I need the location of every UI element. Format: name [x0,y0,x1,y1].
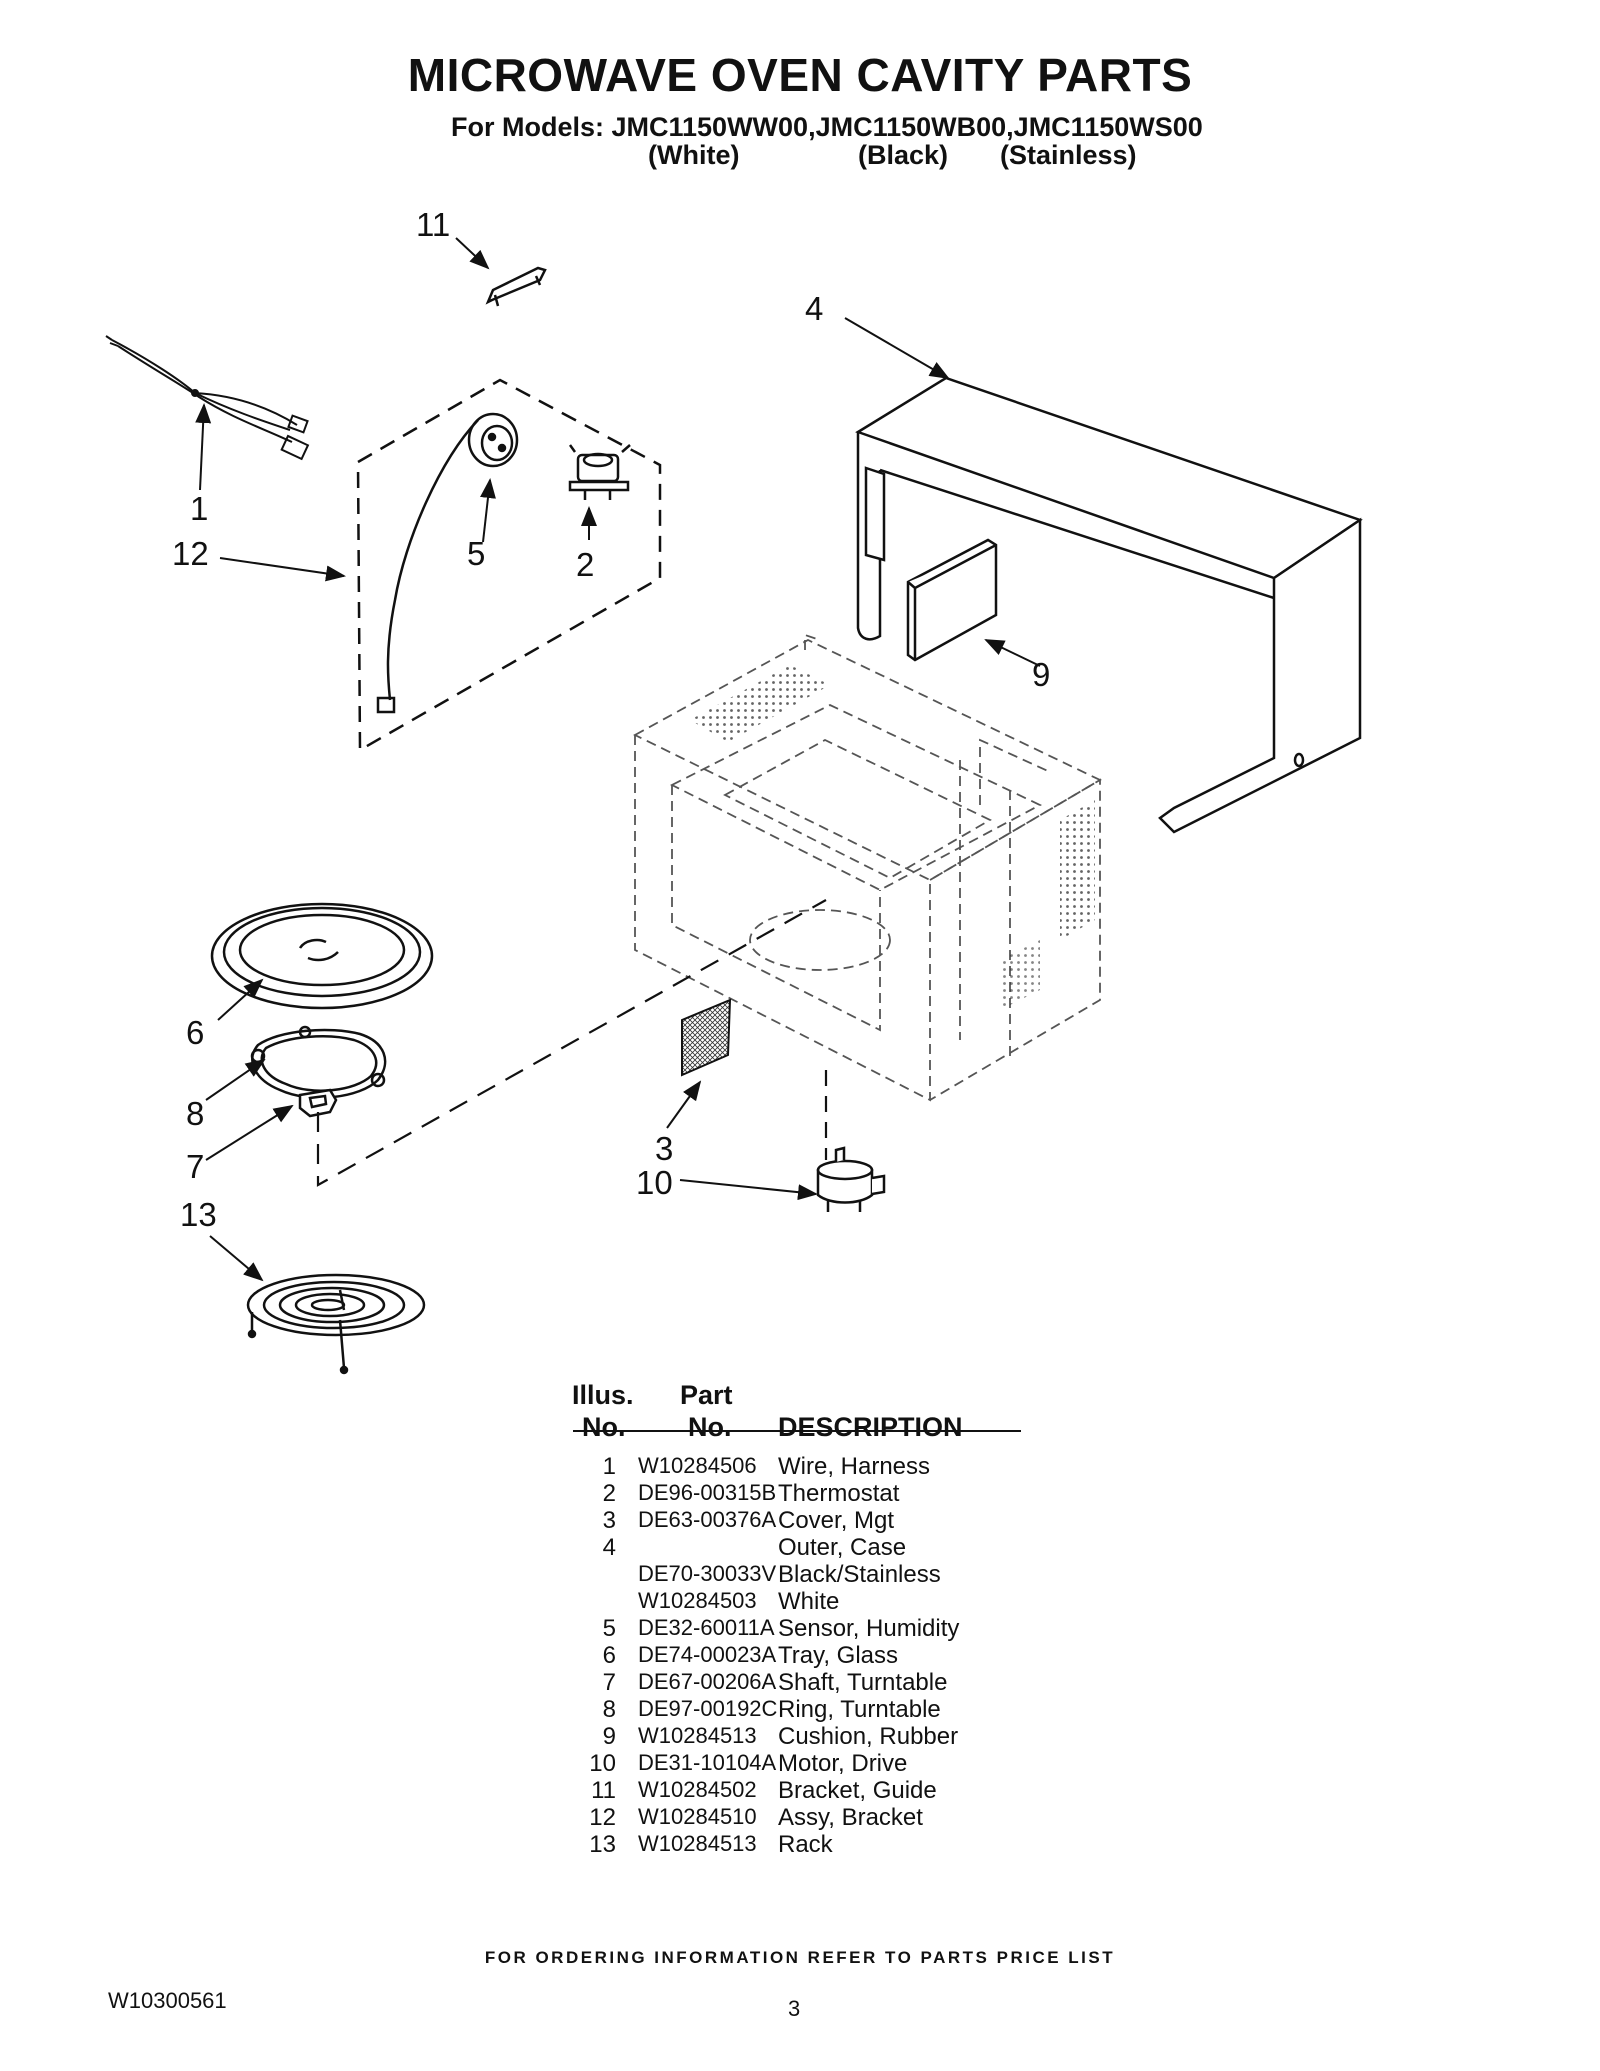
part-description: Bracket, Guide [778,1777,937,1804]
part-description: Rack [778,1831,833,1858]
leader-9 [984,639,1041,667]
assembly-dashed-outline [356,378,662,753]
part-description: Shaft, Turntable [778,1669,948,1696]
part-number: DE63-00376A [638,1507,777,1532]
callout-4: 4 [805,290,823,327]
part-description: Thermostat [778,1480,900,1507]
variant-stainless: (Stainless) [1000,140,1137,170]
part-number: DE67-00206A [638,1669,777,1694]
table-header-rule [573,1430,1021,1432]
illus-number: 10 [589,1750,616,1777]
callout-6: 6 [186,1014,204,1051]
callout-5: 5 [467,535,485,572]
variant-white: (White) [648,140,740,170]
illus-number: 13 [589,1831,616,1858]
bracket-guide-part [485,266,547,307]
leader-3 [666,1080,702,1129]
oven-cavity-outline [633,633,1102,1102]
assembly-line-tray [316,899,827,1187]
part-number: W10284506 [638,1453,757,1478]
callout-1: 1 [190,490,208,527]
callout-13: 13 [180,1196,217,1233]
illus-number: 1 [602,1453,616,1480]
illus-number: 12 [589,1804,616,1831]
leader-11 [455,237,490,270]
illus-number: 8 [602,1696,616,1723]
part-description: Wire, Harness [778,1453,931,1480]
header-part-top: Part [680,1380,733,1410]
document-code: W10300561 [108,1988,227,2013]
part-description: White [778,1588,840,1615]
turntable-ring-part [250,1025,387,1099]
cavity-vent-holes [690,665,1095,1010]
turntable-shaft-part [298,1088,338,1118]
leader-6 [217,978,264,1021]
header-illus-top: Illus. [572,1380,634,1410]
leader-8 [205,1058,266,1101]
part-number: W10284510 [638,1804,757,1829]
callout-3: 3 [655,1130,673,1167]
thermostat-part [568,444,631,500]
part-description: Black/Stainless [778,1561,941,1588]
part-description: Tray, Glass [778,1642,899,1669]
leader-10 [679,1179,818,1201]
part-description: Cushion, Rubber [778,1723,959,1750]
part-number: DE74-00023A [638,1642,777,1667]
models-line: For Models: JMC1150WW00,JMC1150WB00,JMC1… [451,112,1203,142]
callout-7: 7 [186,1148,204,1185]
part-number: DE32-60011A [638,1615,775,1640]
callout-11: 11 [416,206,450,243]
part-number: W10284513 [638,1723,757,1748]
glass-tray-part [210,902,434,1010]
part-description: Ring, Turntable [778,1696,941,1723]
callout-8: 8 [186,1095,204,1132]
drive-motor-part [816,1146,886,1212]
exploded-parts-diagram: 11 4 1 12 5 2 9 6 8 7 3 10 13 [105,206,1363,1375]
page-title: MICROWAVE OVEN CAVITY PARTS [407,49,1193,101]
part-description: Cover, Mgt [778,1507,895,1534]
outer-case-part [855,376,1363,834]
header-description: DESCRIPTION [778,1412,963,1442]
leader-5 [480,478,496,543]
illus-number: 7 [602,1669,616,1696]
illus-number: 9 [602,1723,616,1750]
part-description: Outer, Case [778,1534,907,1561]
illus-number: 11 [591,1777,616,1804]
illus-number: 6 [602,1642,616,1669]
leader-12 [219,557,346,582]
part-number: DE97-00192C [638,1696,778,1721]
part-number: W10284502 [638,1777,757,1802]
header-part-bottom: No. [688,1412,732,1442]
illus-number: 4 [602,1534,616,1561]
ordering-note: FOR ORDERING INFORMATION REFER TO PARTS … [484,1948,1116,1967]
callout-10: 10 [636,1164,673,1201]
part-number: W10284503 [638,1588,757,1613]
page-number: 3 [788,1996,801,2021]
part-number: W10284513 [638,1831,757,1856]
leader-1 [195,403,212,491]
illus-number: 3 [602,1507,616,1534]
leader-13 [209,1235,264,1282]
leader-7 [205,1104,294,1161]
part-description: Assy, Bracket [778,1804,923,1831]
part-description: Sensor, Humidity [778,1615,960,1642]
part-number: DE31-10104A [638,1750,777,1775]
leader-4 [844,317,950,380]
humidity-sensor-part [376,412,519,714]
part-description: Motor, Drive [778,1750,908,1777]
callout-2: 2 [576,546,594,583]
mgt-cover-part [681,998,732,1077]
rubber-cushion-part [906,538,998,662]
callout-12: 12 [172,535,209,572]
part-number: DE96-00315B [638,1480,777,1505]
part-number: DE70-30033V [638,1561,777,1586]
wire-harness-part [105,335,310,461]
header-illus-bottom: No. [582,1412,626,1442]
illus-number: 5 [602,1615,616,1642]
callout-9: 9 [1032,656,1050,693]
variant-black: (Black) [858,140,949,170]
illus-number: 2 [602,1480,616,1507]
rack-part [246,1273,426,1375]
